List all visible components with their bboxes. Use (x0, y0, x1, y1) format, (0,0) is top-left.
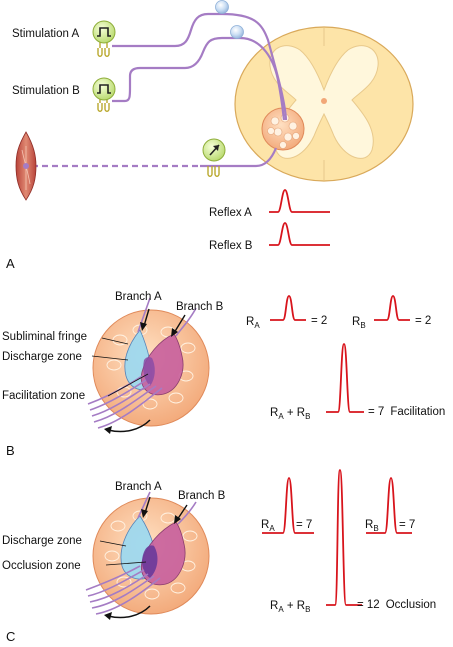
stimulation-b-label: Stimulation B (12, 85, 80, 97)
rb-trace-c (366, 477, 412, 534)
panel-a-letter: A (6, 256, 15, 271)
rb-trace-b (374, 295, 410, 321)
central-canal (321, 98, 327, 104)
dorsal-root-ganglion-cell-1 (215, 0, 229, 14)
discharge-zone-label-c: Discharge zone (2, 535, 82, 547)
branch-b-label-b: Branch B (176, 301, 224, 313)
neuron-pool-diagram-c (85, 491, 210, 620)
stimulation-a-label: Stimulation A (12, 28, 79, 40)
panel-b: Branch A Branch B Subliminal fringe Disc… (2, 291, 445, 458)
subliminal-fringe-label: Subliminal fringe (2, 331, 87, 343)
rb-label-b: RB (352, 316, 366, 330)
stimulator-b-icon[interactable] (92, 77, 116, 112)
ra-label-b: RA (246, 316, 260, 330)
ra-label-c: RA (261, 519, 275, 533)
reflex-a-trace (269, 189, 330, 213)
muscle-icon (15, 131, 37, 201)
panel-b-letter: B (6, 443, 15, 458)
discharge-zone-label-b: Discharge zone (2, 351, 82, 363)
reflex-a-label: Reflex A (209, 207, 252, 219)
stimulator-a-icon[interactable] (92, 20, 116, 57)
ra-trace-c (262, 477, 314, 534)
reflex-b-trace (269, 222, 330, 246)
spinal-cord-cross-section (234, 26, 414, 182)
panel-c-letter: C (6, 629, 15, 644)
panel-a: Stimulation A Stimulation B Reflex A Ref… (6, 0, 414, 271)
rb-value-b: = 2 (415, 315, 431, 327)
neuron-pool-diagram-b (87, 297, 210, 434)
sum-trace-c (326, 469, 362, 606)
panel-c: Branch A Branch B Discharge zone Occlusi… (2, 469, 436, 644)
branch-a-label-b: Branch A (115, 291, 162, 303)
ra-trace-b (270, 295, 306, 321)
motor-fiber (32, 147, 278, 168)
dorsal-root-ganglion-cell-2 (230, 25, 244, 39)
branch-b-label-c: Branch B (178, 490, 226, 502)
sum-label-b: RA + RB (270, 407, 310, 421)
rb-label-c: RB (365, 519, 379, 533)
facilitation-zone-label: Facilitation zone (2, 390, 85, 402)
occlusion-zone (142, 545, 158, 578)
ra-value-c: = 7 (296, 519, 312, 531)
sum-label-c: RA + RB (270, 600, 310, 614)
ra-value-b: = 2 (311, 315, 327, 327)
recording-meter-icon[interactable] (202, 138, 226, 177)
occlusion-zone-label: Occlusion zone (2, 560, 81, 572)
branch-a-label-c: Branch A (115, 481, 162, 493)
rb-value-c: = 7 (399, 519, 415, 531)
sum-trace-b (326, 343, 364, 413)
reflex-b-label: Reflex B (209, 240, 253, 252)
